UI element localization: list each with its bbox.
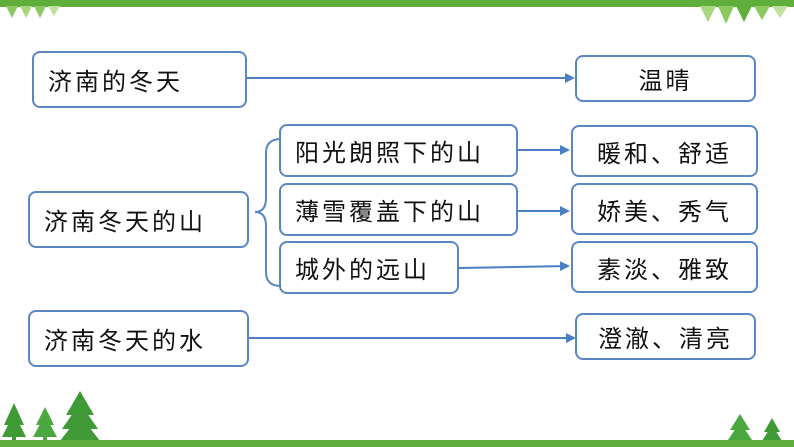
quality-box-winter: 温晴: [575, 55, 756, 102]
top-right-triangle-pattern: [700, 6, 788, 24]
pine-tree-icon: [728, 414, 782, 441]
subject-box-mountain: 济南冬天的山: [28, 191, 249, 248]
subject-box-winter: 济南的冬天: [32, 51, 247, 108]
quality-box-snowy: 娇美、秀气: [571, 183, 758, 235]
quality-label: 娇美、秀气: [597, 197, 732, 226]
quality-label: 暖和、舒适: [597, 139, 732, 168]
subject-label: 济南冬天的水: [44, 327, 206, 355]
bottom-green-bar: [0, 440, 794, 447]
item-label: 城外的远山: [295, 256, 430, 284]
pine-tree-icon: [2, 391, 100, 445]
item-box-snowy-mountain: 薄雪覆盖下的山: [279, 183, 518, 236]
subject-label: 济南的冬天: [48, 68, 183, 96]
item-box-sunny-mountain: 阳光朗照下的山: [279, 124, 518, 177]
quality-box-sunny: 暖和、舒适: [571, 125, 758, 177]
arrow-row2-3: [458, 261, 570, 272]
subject-label: 济南冬天的山: [44, 208, 206, 236]
subject-box-water: 济南冬天的水: [28, 310, 249, 367]
quality-label: 素淡、雅致: [597, 255, 732, 284]
quality-box-distant: 素淡、雅致: [571, 241, 758, 293]
top-green-bar: [0, 0, 794, 7]
quality-label: 澄澈、清亮: [598, 325, 733, 353]
quality-box-water: 澄澈、清亮: [575, 313, 756, 360]
item-label: 阳光朗照下的山: [295, 139, 484, 167]
quality-label: 温晴: [638, 67, 693, 95]
brace: [254, 138, 282, 287]
item-label: 薄雪覆盖下的山: [295, 198, 484, 226]
item-box-distant-mountain: 城外的远山: [279, 241, 459, 294]
top-left-triangle-pattern: [6, 6, 60, 18]
